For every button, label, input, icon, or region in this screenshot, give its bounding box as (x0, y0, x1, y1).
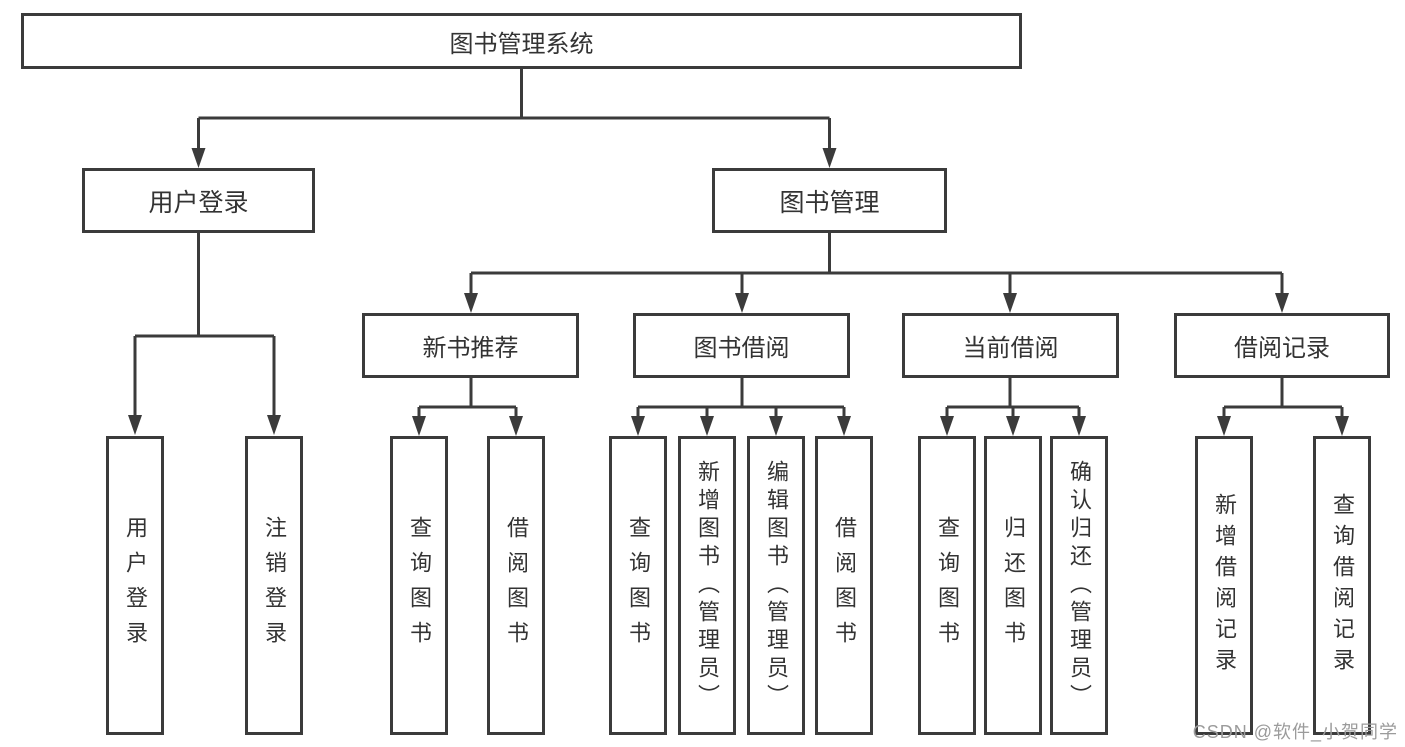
leaf-bb-query-book: 查询图书 (609, 436, 667, 735)
node-root-label: 图书管理系统 (449, 30, 594, 58)
node-current-borrow-label: 当前借阅 (962, 335, 1059, 362)
leaf-br-query-record: 查询借阅记录 (1313, 436, 1371, 735)
leaf-cb-query-book-label: 查询图书 (935, 515, 960, 656)
leaf-br-add-record-label: 新增借阅记录 (1212, 492, 1237, 679)
leaf-user-login-label: 用户登录 (123, 515, 148, 656)
leaf-br-add-record: 新增借阅记录 (1195, 436, 1253, 735)
node-new-book-recommend-label: 新书推荐 (422, 335, 519, 362)
node-book-management-label: 图书管理 (779, 188, 880, 217)
leaf-bb-borrow-book: 借阅图书 (815, 436, 873, 735)
leaf-cb-query-book: 查询图书 (918, 436, 976, 735)
leaf-cb-confirm-return-admin: 确认归还（管理员） (1050, 436, 1108, 735)
leaf-bb-borrow-book-label: 借阅图书 (832, 515, 857, 656)
node-new-book-recommend: 新书推荐 (362, 313, 579, 378)
leaf-nbr-borrow-book: 借阅图书 (487, 436, 545, 735)
leaf-br-query-record-label: 查询借阅记录 (1330, 492, 1355, 679)
node-book-borrow-label: 图书借阅 (693, 335, 790, 362)
leaf-bb-add-book-admin-label: 新增图书（管理员） (695, 459, 720, 712)
leaf-user-login: 用户登录 (106, 436, 164, 735)
leaf-bb-add-book-admin: 新增图书（管理员） (678, 436, 736, 735)
node-borrow-record-label: 借阅记录 (1234, 335, 1330, 362)
leaf-bb-edit-book-admin-label: 编辑图书（管理员） (764, 459, 789, 712)
leaf-nbr-query-book-label: 查询图书 (407, 515, 432, 656)
leaf-nbr-query-book: 查询图书 (390, 436, 448, 735)
node-user-login: 用户登录 (82, 168, 315, 233)
node-book-management: 图书管理 (712, 168, 947, 233)
node-current-borrow: 当前借阅 (902, 313, 1119, 378)
leaf-bb-edit-book-admin: 编辑图书（管理员） (747, 436, 805, 735)
node-root: 图书管理系统 (21, 13, 1022, 69)
leaf-nbr-borrow-book-label: 借阅图书 (504, 515, 529, 656)
leaf-cb-return-book: 归还图书 (984, 436, 1042, 735)
leaf-logout-login-label: 注销登录 (262, 515, 287, 656)
leaf-bb-query-book-label: 查询图书 (626, 515, 651, 656)
node-book-borrow: 图书借阅 (633, 313, 850, 378)
leaf-cb-return-book-label: 归还图书 (1001, 515, 1026, 656)
node-user-login-label: 用户登录 (148, 188, 249, 217)
leaf-logout-login: 注销登录 (245, 436, 303, 735)
leaf-cb-confirm-return-admin-label: 确认归还（管理员） (1067, 459, 1092, 712)
watermark: CSDN @软件_小贺同学 (1192, 722, 1398, 742)
node-borrow-record: 借阅记录 (1174, 313, 1390, 378)
